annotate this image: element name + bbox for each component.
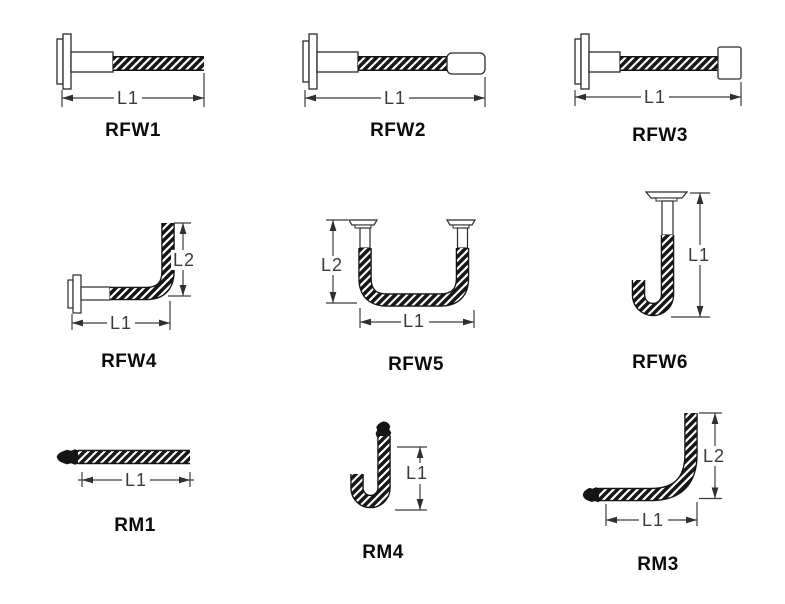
flange-head — [302, 33, 318, 90]
flange-head — [574, 33, 590, 90]
flange-head — [644, 191, 689, 202]
screw-tip — [375, 421, 392, 438]
flange-head-left — [347, 219, 379, 229]
dim-label-l1: L1 — [110, 313, 132, 333]
dimension-l1: L1 — [574, 82, 742, 107]
dim-label-l2: L2 — [703, 446, 725, 466]
screw-tip — [56, 449, 79, 465]
figure-rfw5: L2 L1 RFW5 — [262, 160, 523, 380]
figure-label: RM3 — [637, 554, 679, 575]
dimension-l1: L1 — [671, 192, 713, 318]
threaded-rod — [358, 248, 470, 307]
dim-label-l2: L2 — [321, 255, 343, 275]
flange-head — [56, 33, 72, 90]
shank — [80, 286, 111, 301]
figure-label: RFW5 — [388, 354, 444, 375]
threaded-rod — [599, 413, 698, 502]
dim-label-l1: L1 — [688, 245, 710, 265]
figure-rfw2: L1 RFW2 — [262, 0, 523, 160]
threaded-rod — [110, 223, 175, 301]
shank — [661, 200, 674, 236]
figure-rfw6: L1 RFW6 — [523, 160, 785, 380]
threaded-rod — [350, 436, 391, 509]
figure-label: RFW1 — [105, 120, 161, 141]
dimension-l1: L1 — [605, 502, 698, 530]
dimension-l1: L1 — [78, 470, 194, 490]
dimension-l2: L2 — [168, 222, 196, 297]
flange-head — [67, 274, 82, 314]
dim-label-l1: L1 — [384, 88, 406, 108]
shank-left — [359, 227, 371, 249]
dimension-l2: L2 — [699, 412, 728, 500]
dim-label-l1: L1 — [117, 88, 139, 108]
shank — [588, 51, 621, 73]
dim-label-l1: L1 — [125, 470, 147, 490]
figure-label: RFW3 — [632, 125, 688, 146]
threaded-rod — [631, 235, 675, 317]
figure-rfw3: L1 RFW3 — [523, 0, 785, 160]
figure-label: RM4 — [362, 542, 404, 563]
dim-label-l1: L1 — [644, 87, 666, 107]
figure-rm1: L1 RM1 — [0, 380, 262, 604]
dimension-l1: L1 — [359, 308, 475, 331]
dim-label-l1: L1 — [403, 311, 425, 331]
screw-tip — [582, 487, 600, 503]
figure-label: RFW6 — [632, 352, 688, 373]
flange-head-right — [445, 219, 477, 229]
dimension-l2: L2 — [320, 219, 357, 304]
dim-label-l1: L1 — [642, 510, 664, 530]
end-cap — [446, 52, 486, 75]
dim-label-l2: L2 — [173, 250, 195, 270]
figure-rm4: L1 RM4 — [262, 380, 523, 604]
shank — [316, 51, 359, 73]
dimension-l1: L1 — [61, 73, 205, 108]
shank-right — [456, 227, 469, 249]
figure-rfw1: L1 RFW1 — [0, 0, 262, 160]
dimension-l1: L1 — [395, 446, 431, 511]
end-block — [717, 46, 742, 80]
figure-rfw4: L2 L1 RFW4 — [0, 160, 262, 380]
dimension-l1: L1 — [304, 77, 486, 108]
figure-label: RFW4 — [101, 351, 157, 372]
figure-label: RFW2 — [370, 120, 426, 141]
dimension-l1: L1 — [71, 301, 171, 333]
figure-rm3: L2 L1 RM3 — [523, 380, 785, 604]
shank — [70, 51, 114, 73]
dim-label-l1: L1 — [406, 463, 428, 483]
figure-label: RM1 — [114, 515, 156, 536]
